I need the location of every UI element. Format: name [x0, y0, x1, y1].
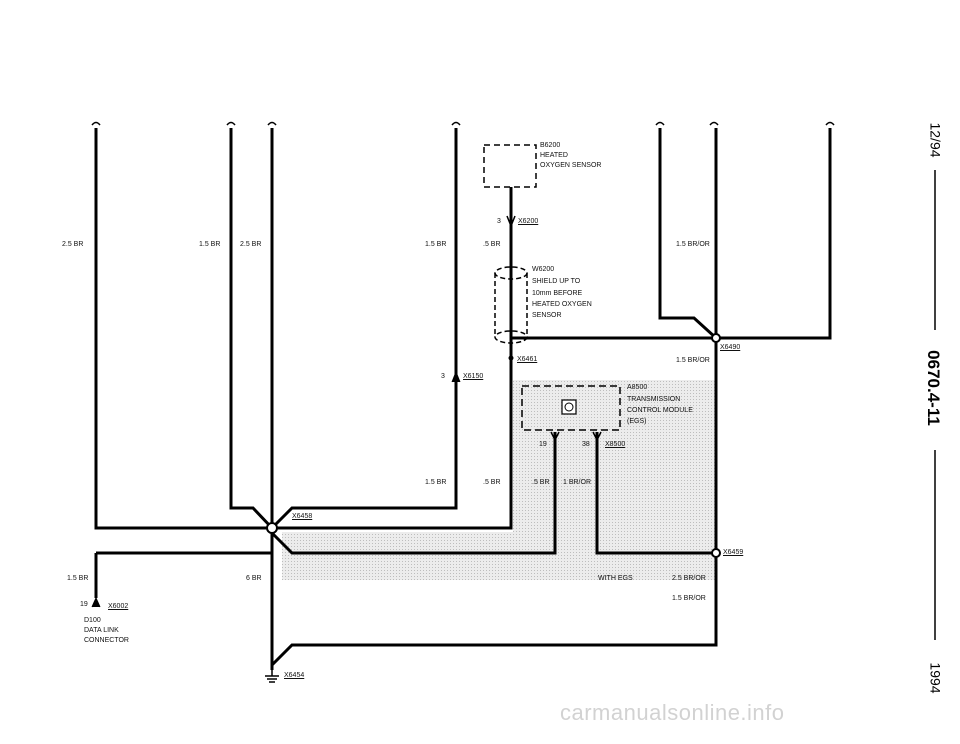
- b6200-box: [483, 144, 537, 188]
- w6200-line3: HEATED OXYGEN: [532, 301, 592, 308]
- x6002-id: X6002: [108, 603, 129, 610]
- x6150-connector-symbol: [451, 370, 461, 383]
- wire-label: 6 BR: [246, 575, 262, 582]
- margin-year: 1994: [927, 662, 944, 694]
- x6150-id: X6150: [463, 373, 484, 380]
- x6200-pin: 3: [497, 218, 501, 225]
- b6200-id: B6200: [540, 142, 561, 149]
- margin-page-number: 0670.4-11: [923, 350, 943, 426]
- wire-label: 2.5 BR: [240, 241, 262, 248]
- a8500-pin-left: 19: [539, 441, 547, 448]
- margin-date: 12/94: [927, 122, 944, 158]
- x6459-id: X6459: [723, 549, 744, 556]
- splice-points: [266, 333, 721, 558]
- w6200-shield: [494, 266, 528, 344]
- x6200-id: X6200: [518, 218, 539, 225]
- x6200-connector-symbol: [506, 215, 516, 229]
- wire-label: 1.5 BR: [199, 241, 221, 248]
- a8500-line3: (EGS): [627, 418, 647, 425]
- w6200-line1: SHIELD UP TO: [532, 278, 581, 285]
- wire-label: 2.5 BR/OR: [672, 575, 706, 582]
- egs-shaded-area: [282, 380, 716, 580]
- ground-symbol: [265, 665, 279, 683]
- wire-label: 1.5 BR/OR: [676, 241, 710, 248]
- b6200-line1: HEATED: [540, 152, 568, 159]
- w6200-id: W6200: [532, 266, 555, 273]
- x6002-pin: 19: [80, 601, 88, 608]
- wire-label: 1.5 BR: [425, 479, 447, 486]
- wire-label: 1.5 BR/OR: [672, 595, 706, 602]
- wire-label: 1 BR/OR: [563, 479, 592, 486]
- a8500-box: [521, 385, 621, 431]
- d100-line1: DATA LINK: [84, 627, 119, 634]
- module-icon: [561, 399, 577, 415]
- wire-label: 1.5 BR: [425, 241, 447, 248]
- d100-line2: CONNECTOR: [84, 637, 129, 644]
- d100-id: D100: [84, 617, 101, 624]
- x6150-pin: 3: [441, 373, 445, 380]
- a8500-line2: CONTROL MODULE: [627, 407, 693, 414]
- a8500-line1: TRANSMISSION: [627, 396, 681, 403]
- a8500-pin-right: 38: [582, 441, 590, 448]
- x6461-id: X6461: [517, 356, 538, 363]
- wire-label: 1.5 BR: [67, 575, 89, 582]
- w6200-line2: 10mm BEFORE: [532, 290, 583, 297]
- with-egs-label: WITH EGS: [598, 575, 633, 582]
- wire-label: 2.5 BR: [62, 241, 84, 248]
- b6200-line2: OXYGEN SENSOR: [540, 162, 602, 169]
- watermark: carmanualsonline.info: [560, 700, 785, 725]
- x8500-id: X8500: [605, 441, 626, 448]
- wire-label: 1.5 BR/OR: [676, 357, 710, 364]
- wires: [91, 121, 835, 670]
- x8500-connector-symbol: [550, 431, 602, 442]
- wire-label: .5 BR: [483, 241, 501, 248]
- x6458-id: X6458: [292, 513, 313, 520]
- x6490-id: X6490: [720, 344, 741, 351]
- a8500-id: A8500: [627, 384, 648, 391]
- w6200-line4: SENSOR: [532, 312, 562, 319]
- wire-label: .5 BR: [483, 479, 501, 486]
- x6454-id: X6454: [284, 672, 305, 679]
- x6002-connector-symbol: [91, 596, 101, 608]
- wire-label: .5 BR: [532, 479, 550, 486]
